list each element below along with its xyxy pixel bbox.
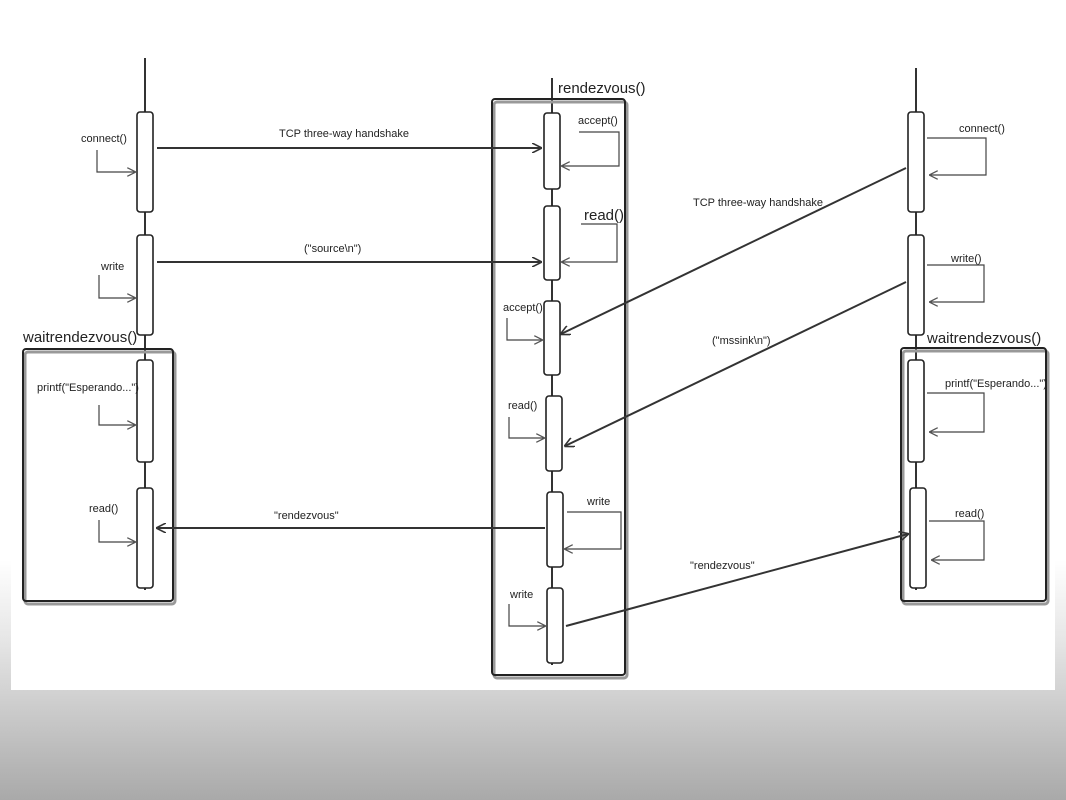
center-self-call-write2 bbox=[508, 604, 545, 626]
message-mssink bbox=[565, 281, 907, 446]
left-self-call-write bbox=[98, 275, 135, 298]
center-self-call-accept1 bbox=[562, 131, 620, 166]
center-self-call-read2 bbox=[508, 417, 544, 438]
right-write-label: write() bbox=[950, 253, 982, 265]
right-connect-label: connect() bbox=[959, 123, 1005, 135]
center-frame-shadow bbox=[492, 100, 629, 680]
left-read-label: read() bbox=[89, 503, 118, 515]
center-activation-read1 bbox=[543, 205, 561, 281]
slide: connect() write waitrendezvous() printf(… bbox=[11, 0, 1055, 690]
left-activation-read bbox=[136, 487, 154, 589]
center-self-call-read1 bbox=[562, 223, 618, 262]
center-self-call-accept2 bbox=[506, 318, 542, 340]
message-tcp-right bbox=[561, 167, 907, 334]
right-self-call-printf bbox=[927, 392, 985, 432]
left-connect-label: connect() bbox=[81, 133, 127, 145]
center-read1-label: read() bbox=[584, 207, 624, 224]
center-accept1-label: accept() bbox=[578, 115, 618, 127]
left-self-call-connect bbox=[96, 150, 135, 172]
center-activation-write2 bbox=[546, 587, 564, 664]
center-activation-write1 bbox=[546, 491, 564, 568]
message-rendezvous-right bbox=[565, 534, 908, 627]
left-self-call-read bbox=[98, 520, 135, 542]
sequence-diagram: connect() write waitrendezvous() printf(… bbox=[22, 58, 1050, 680]
left-self-call-printf bbox=[98, 405, 135, 425]
left-frame-shadow bbox=[23, 350, 177, 606]
left-activation-connect bbox=[136, 111, 154, 213]
right-activation-connect bbox=[907, 111, 925, 213]
right-activation-read bbox=[909, 487, 927, 589]
left-frame-title: waitrendezvous() bbox=[22, 329, 137, 346]
message-mssink-label: ("mssink\n") bbox=[712, 335, 771, 347]
message-rendezvous-left-label: "rendezvous" bbox=[274, 510, 339, 522]
center-read2-label: read() bbox=[508, 400, 537, 412]
right-self-call-connect bbox=[927, 137, 987, 175]
center-frame-title: rendezvous() bbox=[558, 80, 646, 97]
right-read-label: read() bbox=[955, 508, 984, 520]
message-tcp-right-label: TCP three-way handshake bbox=[693, 197, 823, 209]
center-activation-accept1 bbox=[543, 112, 561, 190]
right-frame bbox=[900, 347, 1047, 602]
message-source-label: ("source\n") bbox=[304, 243, 361, 255]
right-activation-printf bbox=[907, 359, 925, 463]
center-frame bbox=[491, 98, 626, 676]
left-activation-write bbox=[136, 234, 154, 336]
right-printf-label: printf("Esperando...") bbox=[945, 378, 1047, 390]
right-frame-shadow bbox=[901, 349, 1050, 606]
left-write-label: write bbox=[100, 261, 124, 273]
left-activation-printf bbox=[136, 359, 154, 463]
right-self-call-write bbox=[927, 264, 985, 302]
right-self-call-read bbox=[929, 520, 985, 560]
left-printf-label: printf("Esperando...") bbox=[37, 382, 139, 394]
left-frame bbox=[22, 348, 174, 602]
center-activation-accept2 bbox=[543, 300, 561, 376]
center-self-call-write1 bbox=[565, 511, 622, 549]
message-rendezvous-right-label: "rendezvous" bbox=[690, 560, 755, 572]
center-write2-label: write bbox=[509, 589, 533, 601]
right-activation-write bbox=[907, 234, 925, 336]
center-write1-label: write bbox=[586, 496, 610, 508]
center-accept2-label: accept() bbox=[503, 302, 543, 314]
right-frame-title: waitrendezvous() bbox=[926, 330, 1041, 347]
center-activation-read2 bbox=[545, 395, 563, 472]
message-tcp-left-label: TCP three-way handshake bbox=[279, 128, 409, 140]
